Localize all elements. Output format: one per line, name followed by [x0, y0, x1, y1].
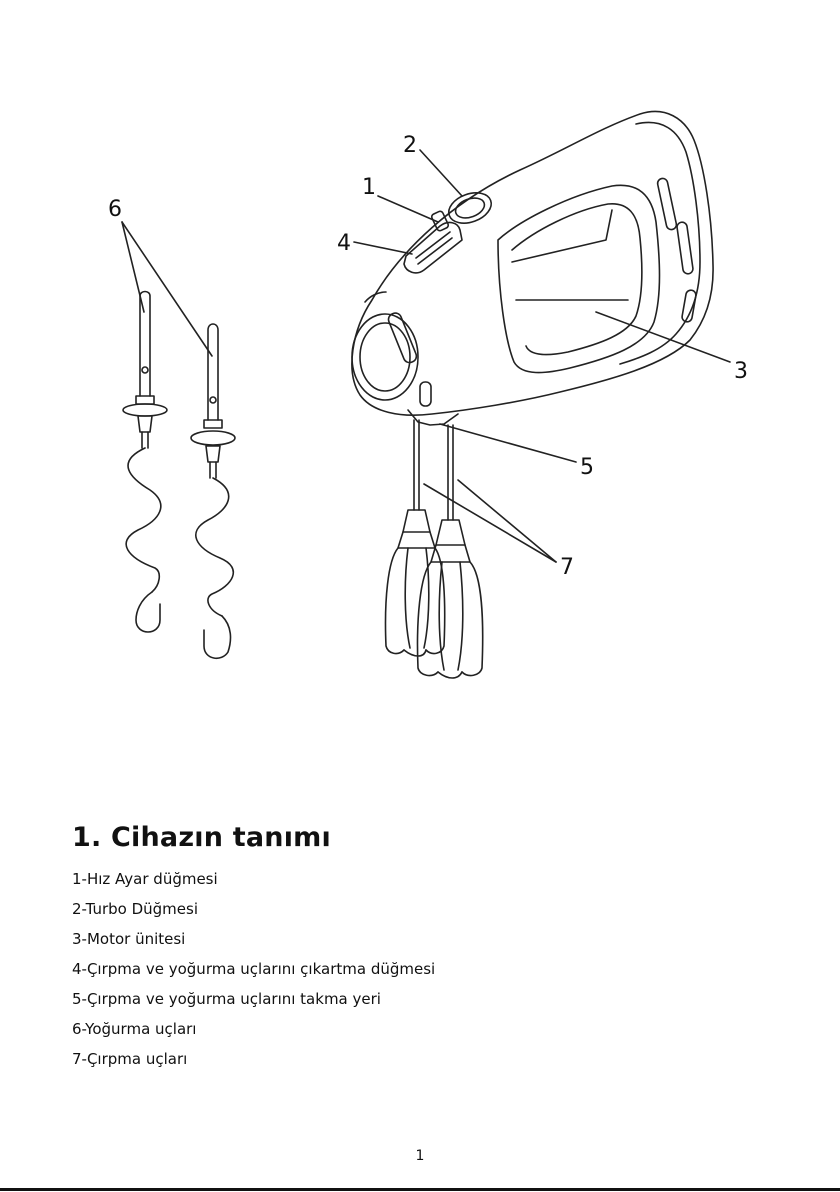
- callout-2: 2: [403, 133, 417, 158]
- callout-7: 7: [560, 555, 574, 580]
- dough-hook-right: [191, 324, 235, 658]
- leader-2: [420, 150, 462, 196]
- mixer-handle-rim: [620, 122, 700, 364]
- beater-right: [418, 425, 483, 678]
- leader-4: [354, 242, 412, 254]
- leader-5: [440, 424, 576, 462]
- vent-slot: [657, 178, 678, 231]
- list-item: 4-Çırpma ve yoğurma uçlarını çıkartma dü…: [72, 954, 435, 984]
- list-item: 7-Çırpma uçları: [72, 1044, 435, 1074]
- control-panel: [404, 223, 462, 273]
- front-vent: [420, 382, 431, 406]
- callout-3: 3: [734, 359, 748, 384]
- mixer-front-cap: [352, 314, 418, 400]
- front-vent: [387, 311, 419, 364]
- leader-7b: [458, 480, 556, 562]
- leader-6a: [122, 222, 144, 312]
- page-number: 1: [0, 1148, 840, 1164]
- handle-opening: [498, 185, 660, 372]
- leader-3: [596, 312, 730, 362]
- parts-list: 1-Hız Ayar düğmesi 2-Turbo Düğmesi 3-Mot…: [72, 864, 435, 1074]
- callout-5: 5: [580, 455, 594, 480]
- list-item: 2-Turbo Düğmesi: [72, 894, 435, 924]
- vent-slot: [676, 222, 693, 275]
- section-title: 1. Cihazın tanımı: [72, 822, 331, 853]
- vent-slot: [681, 289, 696, 322]
- beater-left: [386, 420, 445, 656]
- bottom-rule: [0, 1188, 840, 1191]
- callout-1: 1: [362, 175, 376, 200]
- dough-hook-left: [123, 292, 167, 633]
- callout-4: 4: [337, 231, 351, 256]
- list-item: 1-Hız Ayar düğmesi: [72, 864, 435, 894]
- leader-6b: [122, 222, 212, 356]
- list-item: 5-Çırpma ve yoğurma uçlarını takma yeri: [72, 984, 435, 1014]
- callout-6: 6: [108, 197, 122, 222]
- leader-1: [378, 196, 438, 222]
- hand-mixer-diagram: 1 2 3 4 5 6 7: [0, 0, 840, 720]
- leader-7a: [424, 484, 556, 562]
- list-item: 6-Yoğurma uçları: [72, 1014, 435, 1044]
- list-item: 3-Motor ünitesi: [72, 924, 435, 954]
